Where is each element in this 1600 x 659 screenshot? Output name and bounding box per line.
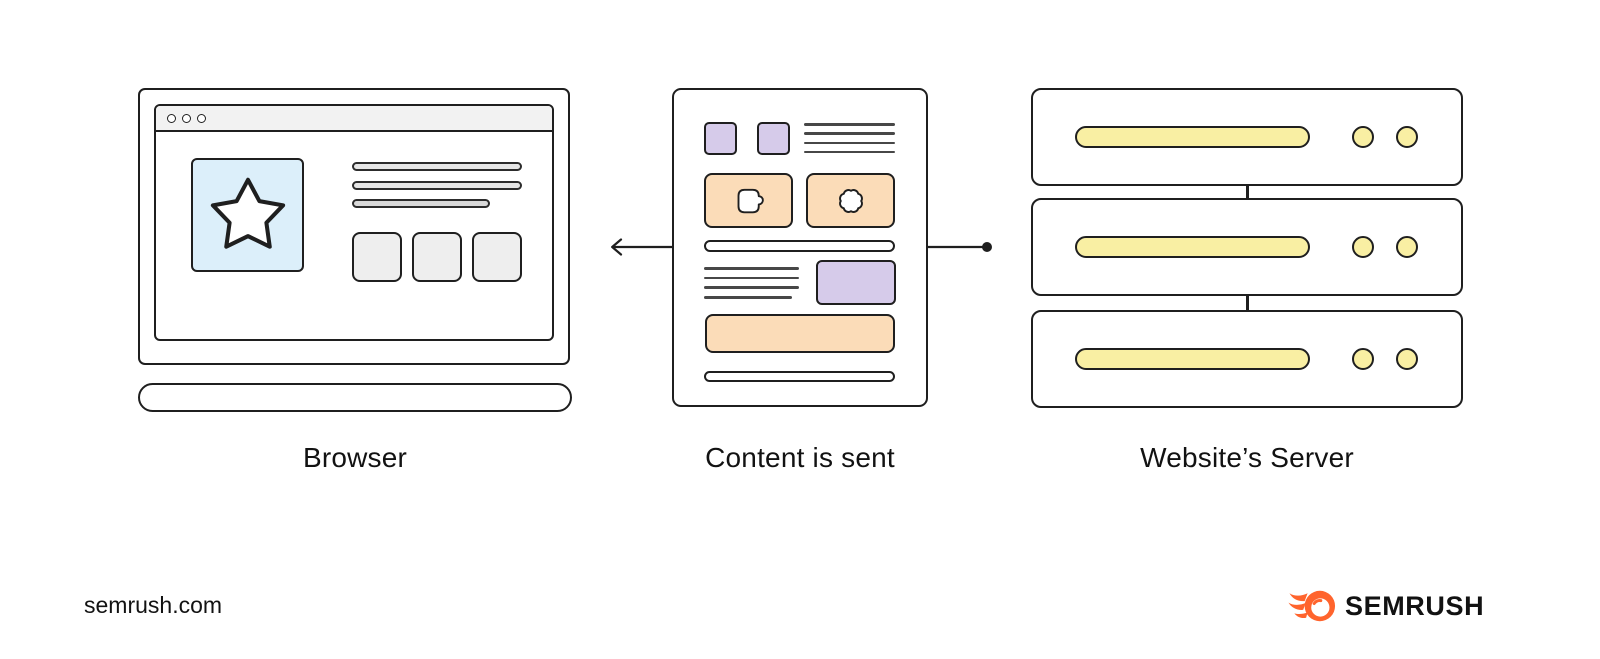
browser-text-line: [352, 162, 522, 171]
browser-window: [154, 104, 554, 341]
image-placeholder-icon: [737, 188, 764, 213]
semrush-wordmark: SEMRUSH: [1345, 590, 1485, 621]
browser-thumbnail-tile: [472, 232, 522, 282]
content-banner-peach: [705, 314, 895, 353]
text-line: [704, 276, 799, 280]
browser-caption: Browser: [302, 442, 408, 473]
server-to-document-connector: [928, 242, 992, 252]
text-line: [704, 267, 799, 270]
semrush-logo: SEMRUSH: [1288, 588, 1484, 624]
server-rack: [1031, 88, 1463, 408]
content-text-lines: [704, 267, 799, 306]
browser-hero-image: [191, 158, 304, 272]
server-link-line: [1246, 296, 1249, 310]
server-led: [1352, 348, 1374, 370]
browser-text-line: [352, 199, 490, 208]
browser-text-line: [352, 181, 522, 190]
text-line: [804, 141, 895, 145]
browser-thumbnail-tile: [352, 232, 402, 282]
server-slot-pill: [1075, 126, 1310, 148]
semrush-flame-icon: [1288, 590, 1336, 622]
server-led: [1396, 348, 1418, 370]
window-control-dot-icon: [197, 113, 206, 123]
seal-icon: [838, 188, 863, 213]
content-divider-pill: [704, 371, 895, 382]
server-unit: [1031, 88, 1463, 186]
server-led: [1352, 126, 1374, 148]
content-divider-pill: [704, 240, 895, 252]
browser-laptop-screen: [138, 88, 570, 365]
server-unit: [1031, 310, 1463, 408]
arrow-left-icon: [611, 238, 673, 256]
server-caption: Website’s Server: [1140, 442, 1354, 473]
server-link-line: [1246, 186, 1249, 198]
origin-dot-icon: [982, 242, 992, 252]
content-card-image: [704, 173, 793, 228]
browser-laptop-base: [138, 383, 572, 412]
window-control-dot-icon: [182, 113, 191, 123]
content-block-purple-wide: [816, 260, 896, 305]
server-led: [1396, 236, 1418, 258]
watermark-text: semrush.com: [84, 592, 223, 618]
browser-titlebar: [156, 106, 552, 132]
browser-thumbnail-tile: [412, 232, 462, 282]
content-block-purple: [757, 122, 790, 155]
content-block-purple: [704, 122, 737, 155]
server-slot-pill: [1075, 348, 1310, 370]
text-line: [804, 150, 895, 154]
content-page: [672, 88, 928, 407]
server-unit: [1031, 198, 1463, 296]
text-line: [704, 286, 799, 289]
text-line: [804, 123, 895, 126]
content-text-lines: [804, 123, 895, 160]
text-line: [704, 296, 792, 299]
content-card-badge: [806, 173, 895, 228]
server-led: [1352, 236, 1374, 258]
server-led: [1396, 126, 1418, 148]
text-line: [804, 132, 895, 135]
content-caption: Content is sent: [705, 442, 895, 473]
server-slot-pill: [1075, 236, 1310, 258]
window-control-dot-icon: [167, 113, 176, 123]
star-icon: [210, 177, 285, 249]
